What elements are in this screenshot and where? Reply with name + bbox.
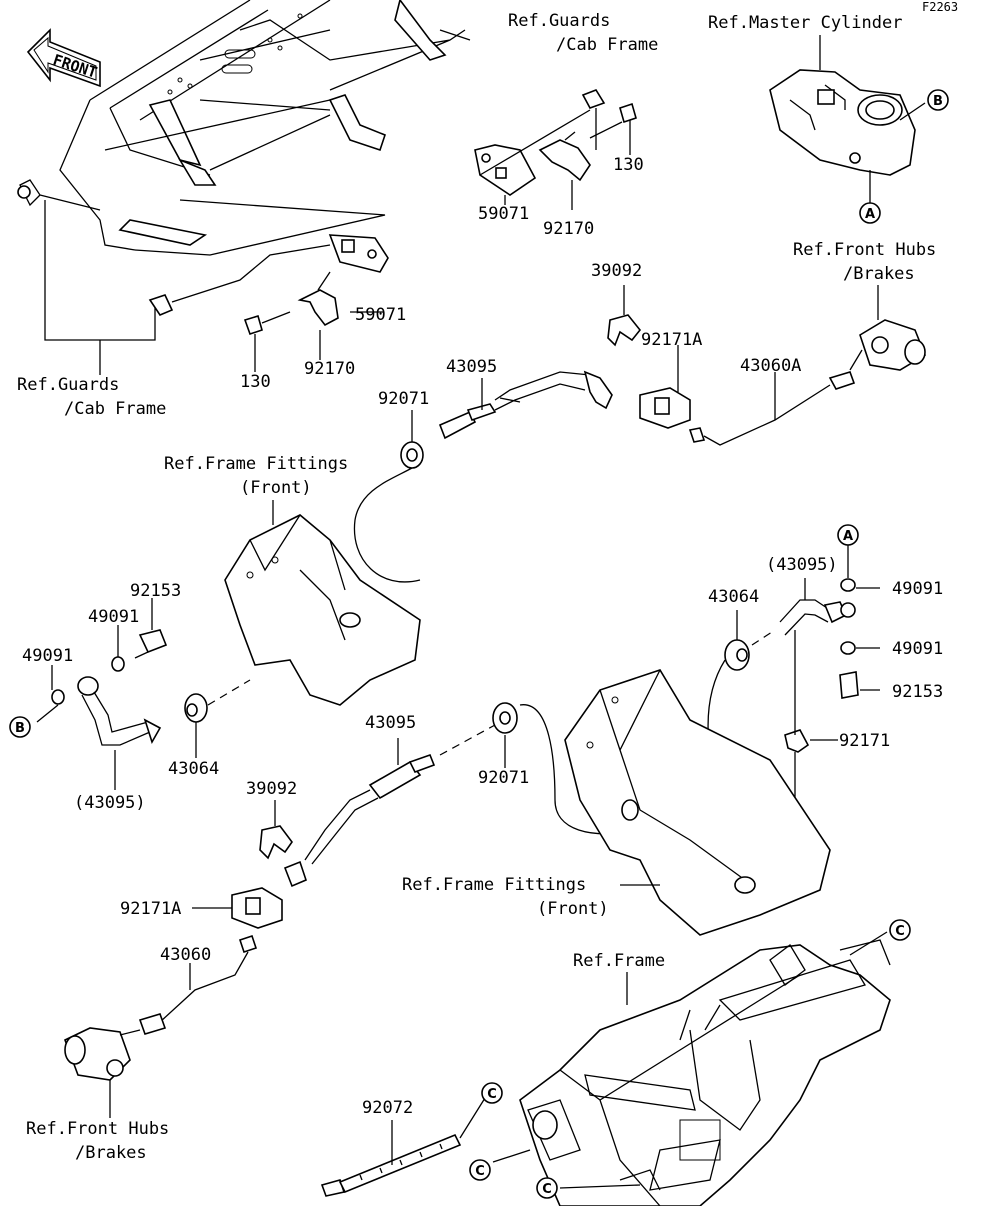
front-hub-right bbox=[849, 319, 926, 371]
part-39092-top: 39092 bbox=[591, 261, 642, 281]
svg-text:A: A bbox=[865, 207, 875, 222]
marker-a-right: A bbox=[837, 524, 859, 546]
part-43060A: 43060A bbox=[740, 356, 801, 376]
svg-text:C: C bbox=[475, 1164, 485, 1179]
grommet-92071-top bbox=[400, 441, 424, 469]
bracket-92171A-top bbox=[639, 387, 691, 429]
part-49091-left-b: 49091 bbox=[22, 646, 73, 666]
marker-c-frame-bottom: C bbox=[536, 1177, 558, 1199]
part-43064-right: 43064 bbox=[708, 587, 759, 607]
ref-guards-cab-left-line2: /Cab Frame bbox=[64, 399, 166, 419]
ref-front-hubs-right-line2: /Brakes bbox=[843, 264, 915, 284]
frame-fitting-left bbox=[224, 514, 421, 706]
marker-c-top-right: C bbox=[889, 919, 911, 941]
cab-frame-drawing bbox=[17, 0, 471, 256]
part-130-top: 130 bbox=[613, 155, 644, 175]
hose-43095-mid bbox=[283, 753, 436, 888]
hose-43095-left bbox=[77, 676, 162, 746]
banjo-bolt-92153-left bbox=[134, 629, 168, 659]
svg-text:C: C bbox=[487, 1087, 497, 1102]
marker-b-left: B bbox=[9, 716, 31, 738]
washer-49091-left-a bbox=[111, 656, 125, 672]
part-49091-right-a: 49091 bbox=[892, 579, 943, 599]
ref-front-hubs-left-line1: Ref.Front Hubs bbox=[26, 1119, 169, 1139]
part-43095-mid: 43095 bbox=[365, 713, 416, 733]
clip-92171 bbox=[784, 729, 810, 753]
ref-frame-fittings-right-line2: (Front) bbox=[537, 899, 609, 919]
part-130-mid: 130 bbox=[240, 372, 271, 392]
ref-frame: Ref.Frame bbox=[573, 951, 665, 971]
part-59071-top: 59071 bbox=[478, 204, 529, 224]
brake-hose-43060 bbox=[138, 934, 258, 1035]
part-92071-top: 92071 bbox=[378, 389, 429, 409]
bolt-130-mid bbox=[243, 311, 291, 336]
grommet-43064-right bbox=[724, 639, 750, 671]
clamp-bracket-59071-mid bbox=[328, 234, 389, 273]
bolt-drawing bbox=[148, 244, 331, 316]
clamp-bracket-59071-top bbox=[474, 144, 537, 196]
part-43060: 43060 bbox=[160, 945, 211, 965]
marker-a-top-right: A bbox=[859, 202, 881, 224]
part-39092-bottom: 39092 bbox=[246, 779, 297, 799]
marker-b-top-right: B bbox=[927, 89, 949, 111]
front-hub-left bbox=[63, 1027, 141, 1081]
part-92072: 92072 bbox=[362, 1098, 413, 1118]
svg-text:A: A bbox=[843, 529, 853, 544]
part-43095-left-paren: (43095) bbox=[74, 793, 146, 813]
part-92171A-bottom: 92171A bbox=[120, 899, 181, 919]
part-92171A-top: 92171A bbox=[641, 330, 702, 350]
brake-hose-43095-top bbox=[438, 370, 613, 440]
part-92071-mid: 92071 bbox=[478, 768, 529, 788]
main-frame-drawing bbox=[519, 939, 891, 1207]
part-92153-left: 92153 bbox=[130, 581, 181, 601]
ref-guards-cab-left-line1: Ref.Guards bbox=[17, 375, 119, 395]
part-43095-right-paren: (43095) bbox=[766, 555, 838, 575]
front-arrow-icon: FRONT bbox=[26, 28, 101, 88]
part-43064-left: 43064 bbox=[168, 759, 219, 779]
ref-guards-cab-top-line1: Ref.Guards bbox=[508, 11, 610, 31]
ref-frame-fittings-right-line1: Ref.Frame Fittings bbox=[402, 875, 586, 895]
svg-text:C: C bbox=[895, 924, 905, 939]
washer-49091-right-a bbox=[840, 578, 856, 592]
ref-front-hubs-right-line1: Ref.Front Hubs bbox=[793, 240, 936, 260]
svg-text:B: B bbox=[933, 94, 943, 109]
hose-43095-right bbox=[779, 599, 856, 636]
part-49091-left-a: 49091 bbox=[88, 607, 139, 627]
part-92171: 92171 bbox=[839, 731, 890, 751]
part-59071-mid: 59071 bbox=[355, 305, 406, 325]
frame-fitting-right bbox=[564, 669, 831, 936]
part-92170-mid: 92170 bbox=[304, 359, 355, 379]
banjo-bolt-92153-right bbox=[839, 671, 859, 699]
ref-guards-cab-top-line2: /Cab Frame bbox=[556, 35, 658, 55]
clamp-92170-mid bbox=[297, 271, 339, 327]
ref-frame-fittings-left-line1: Ref.Frame Fittings bbox=[164, 454, 348, 474]
ref-front-hubs-left-line2: /Brakes bbox=[75, 1143, 147, 1163]
washer-49091-right-b bbox=[840, 641, 856, 655]
part-49091-right-b: 49091 bbox=[892, 639, 943, 659]
grommet-43064-left bbox=[184, 693, 208, 723]
part-92170-top: 92170 bbox=[543, 219, 594, 239]
clip-39092-top bbox=[607, 314, 642, 347]
washer-49091-left-b bbox=[51, 689, 65, 705]
figure-code: F2263 bbox=[922, 0, 958, 14]
master-cylinder-drawing bbox=[769, 69, 916, 176]
part-92153-right: 92153 bbox=[892, 682, 943, 702]
svg-text:B: B bbox=[15, 721, 25, 736]
brake-hose-43060A bbox=[688, 371, 856, 446]
grommet-92071-mid bbox=[492, 702, 518, 734]
ref-frame-fittings-left-line2: (Front) bbox=[240, 478, 312, 498]
marker-c-frame-left: C bbox=[469, 1159, 491, 1181]
part-43095-top: 43095 bbox=[446, 357, 497, 377]
clip-39092-bottom bbox=[259, 825, 293, 860]
svg-text:C: C bbox=[542, 1182, 552, 1197]
cable-tie-92072 bbox=[320, 1133, 462, 1197]
marker-c-tie: C bbox=[481, 1082, 503, 1104]
bolt-top bbox=[479, 89, 606, 176]
ref-master-cylinder: Ref.Master Cylinder bbox=[708, 13, 902, 33]
bolt-130-top bbox=[589, 102, 637, 139]
clamp-92170-top bbox=[538, 131, 591, 182]
bracket-92171A-bottom bbox=[231, 887, 283, 929]
